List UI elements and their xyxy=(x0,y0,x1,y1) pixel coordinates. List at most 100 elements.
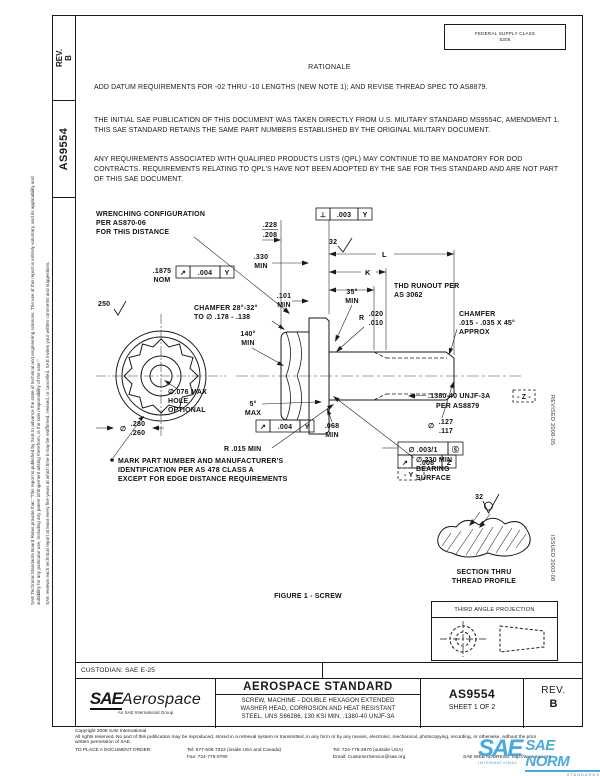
bearing-note-line1: ∅.230 MIN xyxy=(416,456,452,464)
svg-text:MIN: MIN xyxy=(254,263,267,270)
drawing-labels: WRENCHING CONFIGURATION PER AS870-06 FOR… xyxy=(96,211,531,600)
chamfer-circle xyxy=(140,355,182,397)
svg-text:.010: .010 xyxy=(369,320,383,327)
page-footer: Copyright 2008 SAE International All rig… xyxy=(75,729,585,766)
doc-number-cell: AS9554 SHEET 1 OF 2 xyxy=(421,679,524,728)
thread-minor-dia xyxy=(373,351,447,401)
fcf-material-modifier: Ⓢ xyxy=(452,445,459,454)
left-sidebar: REV.B AS9554 xyxy=(53,16,76,726)
datum-y: - Y - xyxy=(404,472,418,479)
document-content: FEDERAL SUPPLY CLASS 5305 RATIONALE ADD … xyxy=(76,16,583,728)
chamfer-end-line1: CHAMFER xyxy=(459,311,495,318)
finish-circle-section xyxy=(484,501,493,511)
finish-check-250 xyxy=(113,300,127,316)
sae-logo-text: SAE xyxy=(89,689,123,710)
federal-supply-class-box: FEDERAL SUPPLY CLASS 5305 xyxy=(444,24,566,50)
svg-text:.260: .260 xyxy=(131,430,145,437)
third-angle-projection-box: THIRD ANGLE PROJECTION xyxy=(431,601,558,661)
dim-1875: .1875 xyxy=(153,268,172,275)
svg-text:.004: .004 xyxy=(278,424,292,431)
email-address: Email: CustomerService@sae.org xyxy=(333,755,406,761)
rev-value: B xyxy=(549,698,558,710)
double-hexagon-outline xyxy=(123,338,199,414)
svg-text:.117: .117 xyxy=(439,428,453,435)
dim-068: .068 xyxy=(325,423,339,430)
watermark-standards: STANDARDS xyxy=(566,772,600,776)
arrowheads xyxy=(107,237,485,528)
washer-od-circle xyxy=(115,330,207,422)
screw-side-view xyxy=(280,317,455,435)
head-end-view xyxy=(115,330,207,422)
revision-cell: REV. B xyxy=(524,679,583,728)
sidebar-doc-number-box: AS9554 xyxy=(53,101,75,198)
fcf-runout-head-symbol: ↗ xyxy=(260,424,266,431)
logo-subtitle: An SAE International Group xyxy=(117,710,174,715)
washer-flange xyxy=(308,317,330,435)
sidebar-doc-number: AS9554 xyxy=(58,127,70,171)
bearing-note-line2: BEARING xyxy=(416,466,450,473)
hole-note-line2: HOLE xyxy=(168,398,188,405)
svg-text:Y: Y xyxy=(225,270,230,277)
boss-od-circle xyxy=(121,336,201,416)
svg-text:MAX: MAX xyxy=(245,410,261,417)
wrench-note-line2: PER AS870-06 xyxy=(96,220,146,227)
svg-text:.020: .020 xyxy=(369,311,383,318)
standard-title-cell: AEROSPACE STANDARD SCREW, MACHINE - DOUB… xyxy=(216,679,421,728)
dim-228: .228 xyxy=(263,222,277,229)
document-title-line1: SCREW, MACHINE - DOUBLE HEXAGON EXTENDED xyxy=(241,698,395,704)
fcf-straightness-value: ∅ .003/1 xyxy=(408,446,437,454)
left-margin-disclaimer-2: SAE reviews each technical report at lea… xyxy=(45,261,50,605)
dim-330: .330 xyxy=(254,254,268,261)
shank xyxy=(329,351,455,401)
svg-text:.280: .280 xyxy=(131,421,145,428)
watermark-international: INTERNATIONAL. xyxy=(478,760,520,765)
thread-callout: .1380-40 UNJF-3A xyxy=(428,393,490,400)
watermark-norm: SAE NORM xyxy=(525,738,600,772)
datum-y-box xyxy=(397,467,425,481)
sidebar-rev-box: REV.B xyxy=(53,16,75,101)
dim-127-dia: ∅ xyxy=(428,422,434,430)
custodian-divider xyxy=(322,663,323,678)
section-label-line2: THREAD PROFILE xyxy=(452,578,516,585)
svg-text:MIN: MIN xyxy=(277,302,290,309)
sheet-number: SHEET 1 OF 2 xyxy=(448,704,496,711)
finish-32: 32 xyxy=(329,239,337,246)
custodian-row: CUSTODIAN: SAE E-25 xyxy=(76,662,583,678)
radius-020-r: R xyxy=(359,315,364,322)
tel-outside: Tel: 724-776-4970 (outside USA) xyxy=(333,748,403,754)
dim-140: 140° xyxy=(240,330,255,338)
dim-35: 35° xyxy=(346,288,357,296)
figure-caption: FIGURE 1 - SCREW xyxy=(274,593,342,600)
hole-note-line3: OPTIONAL xyxy=(168,407,206,414)
thd-runout-line1: THD RUNOUT PER xyxy=(394,283,459,290)
surface-finish-symbols xyxy=(113,237,500,514)
dim-5deg: 5° xyxy=(249,400,256,408)
tel-inside: Tel: 877-606-7323 (inside USA and Canada… xyxy=(187,748,282,754)
third-angle-projection-symbol xyxy=(440,621,545,657)
document-title-line3: STEEL, UNS S66286, 130 KSI MIN, .1380-40… xyxy=(241,714,395,720)
chamfer-head-line1: CHAMFER 28°-32° xyxy=(194,304,257,312)
figure-1-drawing: WRENCHING CONFIGURATION PER AS870-06 FOR… xyxy=(96,207,536,600)
finish-250: 250 xyxy=(98,301,110,308)
svg-text:Y: Y xyxy=(305,424,310,431)
centerlines xyxy=(96,314,521,438)
fax-number: Fax: 724-776-0790 xyxy=(187,755,228,761)
svg-text:.004: .004 xyxy=(198,270,212,277)
datum-z-box xyxy=(512,389,536,403)
mark-note-line2: IDENTIFICATION PER AS 478 CLASS A xyxy=(118,467,254,474)
datum-z: - Z - xyxy=(517,394,531,401)
sae-norm-watermark: SAE INTERNATIONAL. SAE NORM STANDARDS xyxy=(478,737,600,776)
copyright-line: Copyright 2008 SAE International xyxy=(75,729,147,734)
svg-text:MIN: MIN xyxy=(345,298,358,305)
wrench-note-line1: WRENCHING CONFIGURATION xyxy=(96,211,205,218)
sae-aerospace-logo: SAEAerospace An SAE International Group xyxy=(76,679,216,728)
rev-label: REV. xyxy=(541,685,566,696)
svg-text:MIN: MIN xyxy=(325,432,338,439)
svg-text:.003: .003 xyxy=(337,212,351,219)
aerospace-logo-text: Aerospace xyxy=(121,691,202,708)
radius-015: R .015 MIN xyxy=(224,446,261,453)
svg-text:.127: .127 xyxy=(439,419,453,426)
left-margin-disclaimer-1: SAE Technical Standards Board Rules prov… xyxy=(30,176,41,605)
finish-check-32 xyxy=(337,237,353,253)
